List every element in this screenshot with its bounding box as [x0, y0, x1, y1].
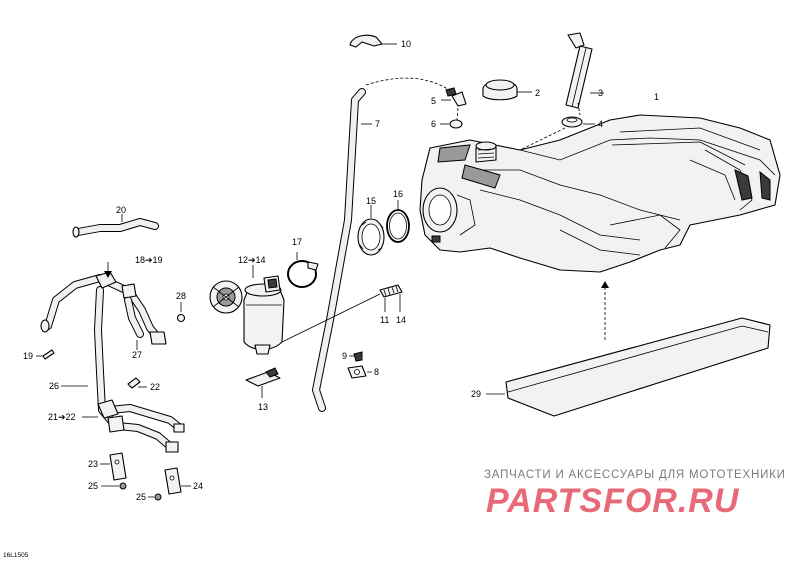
o-ring-part: [386, 200, 410, 243]
callout-7: 7: [375, 119, 380, 129]
grommet-part: [519, 102, 595, 151]
callout-17: 17: [292, 237, 302, 247]
small-clip-part: [347, 351, 372, 379]
callout-24: 24: [193, 481, 203, 491]
callout-12-14: 12➔14: [238, 255, 266, 265]
callout-3: 3: [598, 88, 603, 98]
hose-assembly: [36, 214, 191, 501]
elbow-fitting-part: [441, 87, 467, 107]
document-code: 16L1505: [3, 552, 29, 559]
sensor-rod-part: [281, 284, 403, 343]
watermark-logo: PARTSFOR.RU: [486, 482, 740, 520]
vent-hose-part: [312, 77, 453, 412]
callout-13: 13: [258, 402, 268, 412]
callout-19: 19: [23, 351, 33, 361]
callout-20: 20: [116, 205, 126, 215]
fuel-tank: [419, 114, 781, 273]
callout-2: 2: [535, 88, 540, 98]
callout-15: 15: [366, 196, 376, 206]
callout-18-19: 18➔19: [135, 255, 163, 265]
callout-21-22: 21➔22: [48, 412, 76, 422]
callout-labels: 1 2 3 4 5 6 7 8 9 10 11 14 12➔14 13 15 1…: [23, 39, 659, 502]
callout-23: 23: [88, 459, 98, 469]
callout-6: 6: [431, 119, 436, 129]
callout-11: 11: [380, 315, 389, 325]
callout-8: 8: [374, 367, 379, 377]
callout-27: 27: [132, 350, 142, 360]
callout-5: 5: [431, 96, 436, 106]
callout-4: 4: [598, 119, 603, 129]
watermark-title: ЗАПЧАСТИ И АКСЕССУАРЫ ДЛЯ МОТОТЕХНИКИ: [484, 469, 786, 481]
callout-14: 14: [396, 315, 406, 325]
callout-26: 26: [49, 381, 59, 391]
lock-ring-part: [357, 205, 385, 256]
strap-loop-part: [349, 34, 397, 48]
callout-1: 1: [654, 92, 659, 102]
callout-25-right: 25: [136, 492, 146, 502]
callout-29: 29: [471, 389, 481, 399]
fuel-cap-part: [482, 79, 532, 101]
callout-10: 10: [401, 39, 411, 49]
callout-28: 28: [176, 291, 186, 301]
clamp-ring-part: [287, 252, 319, 288]
callout-22: 22: [150, 382, 160, 392]
callout-16: 16: [393, 189, 403, 199]
ring-part: [440, 107, 463, 129]
fuel-pump-part: [209, 265, 285, 398]
gauge-tube-part: [565, 32, 604, 109]
callout-25-left: 25: [88, 481, 98, 491]
pad-part: [486, 281, 771, 417]
callout-9: 9: [342, 351, 347, 361]
